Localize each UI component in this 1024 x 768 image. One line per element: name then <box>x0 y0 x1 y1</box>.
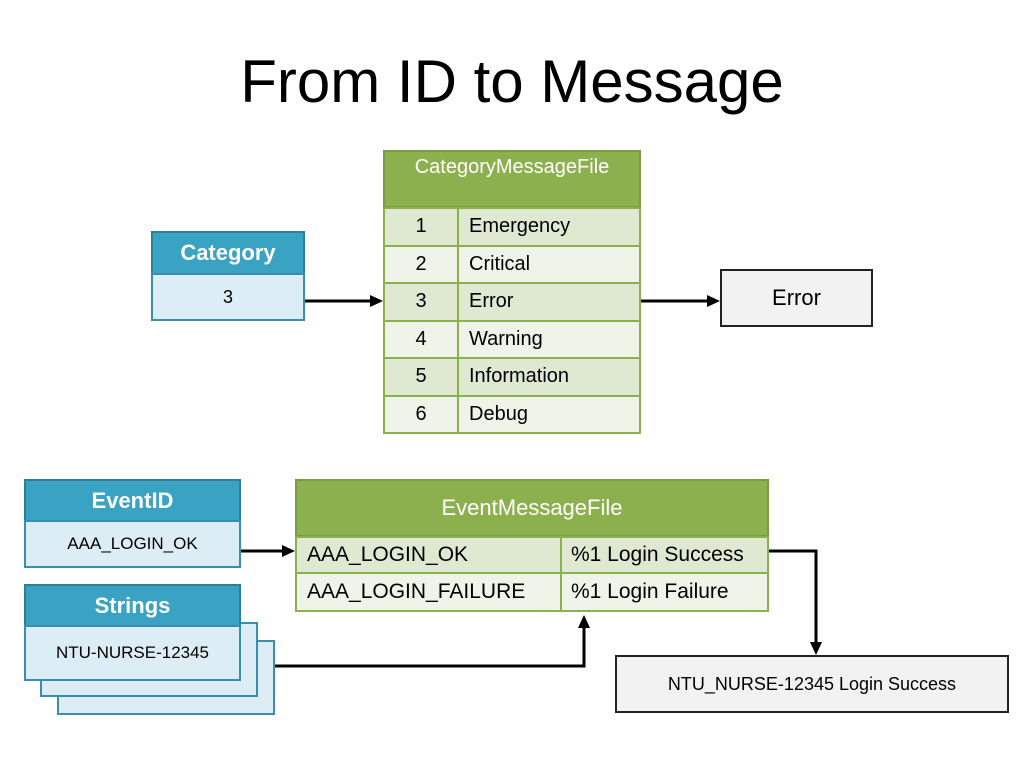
row-text: Warning <box>457 319 641 359</box>
event-key: AAA_LOGIN_OK <box>307 543 469 566</box>
arrowhead <box>810 642 822 655</box>
event-key: AAA_LOGIN_FAILURE <box>307 580 526 603</box>
row-text: Critical <box>457 244 641 284</box>
arrowhead <box>578 615 590 628</box>
row-text: Emergency <box>457 207 641 247</box>
event-message-row: AAA_LOGIN_OK %1 Login Success <box>295 536 769 574</box>
row-id: 6 <box>383 394 459 434</box>
arrow-strings-to-table <box>275 628 586 668</box>
eventid-value: AAA_LOGIN_OK <box>24 520 241 568</box>
category-header: Category <box>151 231 305 275</box>
arrowhead <box>707 295 720 307</box>
column-divider <box>560 536 562 574</box>
table-row: 2 Critical <box>383 244 641 284</box>
table-row: 6 Debug <box>383 394 641 434</box>
event-message-file-header: EventMessageFile <box>295 479 769 537</box>
category-message-file-header: CategoryMessageFile <box>383 150 641 208</box>
event-message: %1 Login Success <box>571 543 744 566</box>
table-row: 1 Emergency <box>383 207 641 247</box>
row-id: 3 <box>383 282 459 322</box>
arrowhead <box>370 295 383 307</box>
row-id: 4 <box>383 319 459 359</box>
event-message: %1 Login Failure <box>571 580 729 603</box>
table-row: 3 Error <box>383 282 641 322</box>
strings-value: NTU-NURSE-12345 <box>24 625 241 681</box>
row-text: Debug <box>457 394 641 434</box>
row-id: 5 <box>383 357 459 397</box>
page-title: From ID to Message <box>240 48 784 115</box>
row-text: Error <box>457 282 641 322</box>
table-row: 5 Information <box>383 357 641 397</box>
event-message-row: AAA_LOGIN_FAILURE %1 Login Failure <box>295 572 769 612</box>
arrowhead <box>282 545 295 557</box>
eventid-header: EventID <box>24 479 241 522</box>
arrow-table-to-event-result <box>769 549 818 643</box>
category-result-box: Error <box>720 269 873 327</box>
row-id: 2 <box>383 244 459 284</box>
column-divider <box>560 572 562 612</box>
row-text: Information <box>457 357 641 397</box>
category-value: 3 <box>151 273 305 321</box>
event-result-box: NTU_NURSE-12345 Login Success <box>615 655 1009 713</box>
category-message-table: 1 Emergency 2 Critical 3 Error 4 Warning… <box>383 207 641 434</box>
table-row: 4 Warning <box>383 319 641 359</box>
row-id: 1 <box>383 207 459 247</box>
